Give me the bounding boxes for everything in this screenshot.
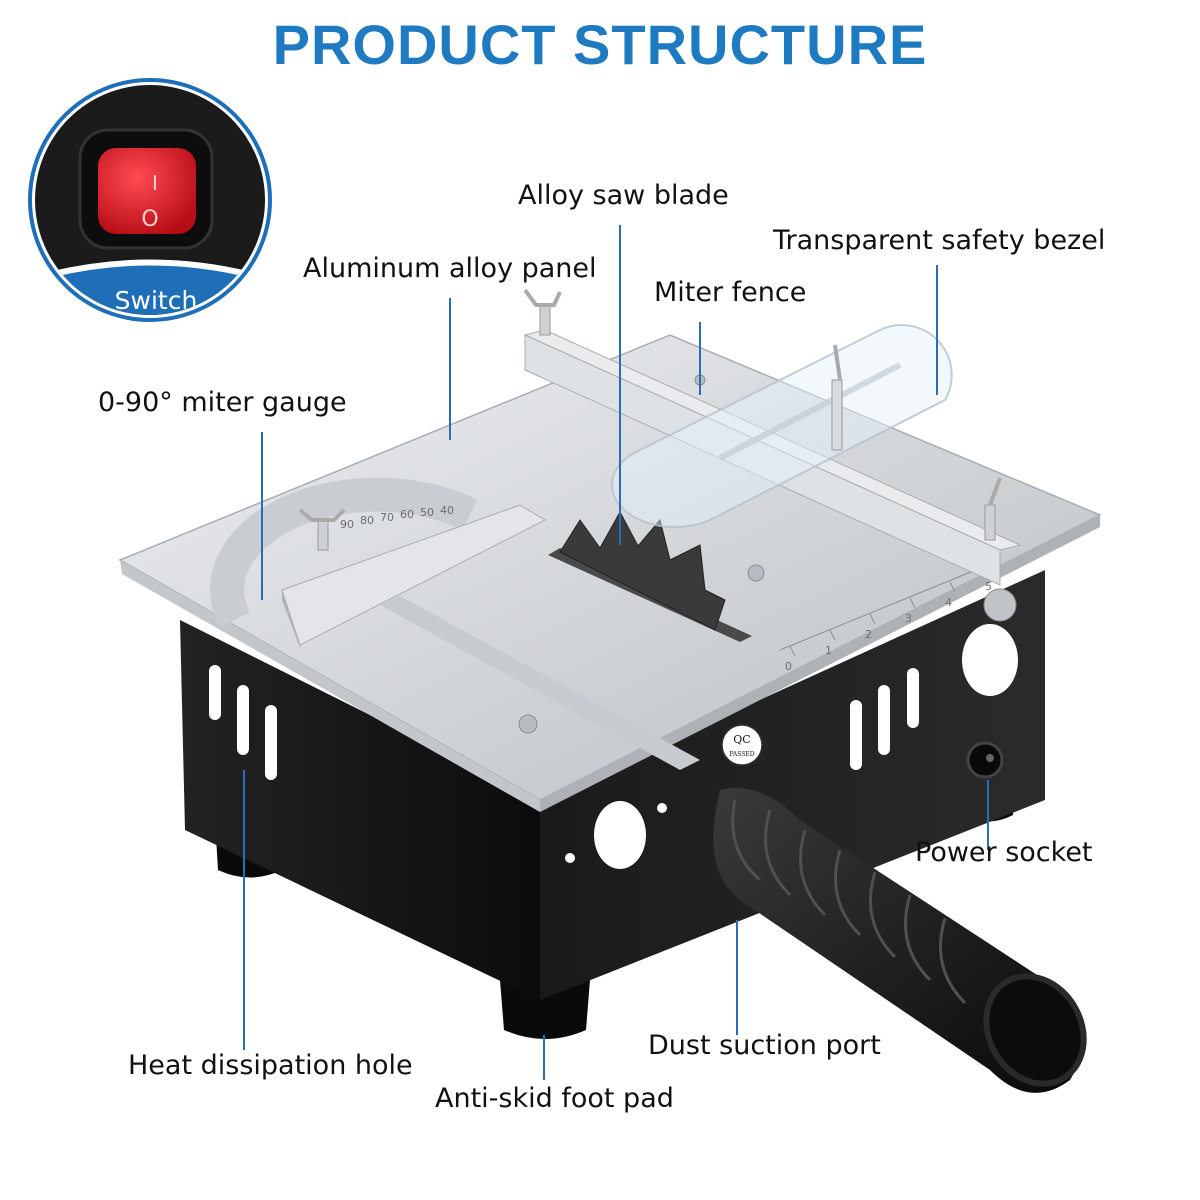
svg-text:4: 4 — [945, 596, 952, 609]
miter-scale: 90 80 70 60 50 40 — [340, 504, 454, 531]
fence-ruler — [779, 559, 1001, 657]
svg-text:1: 1 — [825, 644, 832, 657]
front-hole — [594, 801, 646, 869]
rocker-switch-icon — [98, 148, 196, 234]
svg-text:0: 0 — [785, 660, 792, 673]
power-socket-icon — [966, 741, 1004, 779]
saw-body: QC PASSED 90 80 70 60 50 40 0 — [118, 288, 1102, 1093]
svg-text:5: 5 — [985, 580, 992, 593]
label-anti-skid-foot-pad: Anti-skid foot pad — [435, 1083, 674, 1114]
vents-left — [209, 665, 277, 780]
svg-text:40: 40 — [440, 504, 454, 517]
switch-off-mark: O — [141, 207, 158, 232]
svg-text:90: 90 — [340, 518, 354, 531]
qc-badge — [721, 724, 763, 766]
label-miter-fence: Miter fence — [654, 277, 807, 308]
label-miter-gauge: 0-90° miter gauge — [98, 387, 347, 418]
svg-text:60: 60 — [400, 508, 414, 521]
svg-text:80: 80 — [360, 514, 374, 527]
svg-text:70: 70 — [380, 511, 394, 524]
side-hole — [962, 624, 1018, 696]
label-alloy-saw-blade: Alloy saw blade — [518, 180, 729, 211]
miter-protractor — [210, 477, 478, 628]
svg-text:2: 2 — [865, 628, 872, 641]
svg-text:3: 3 — [905, 612, 912, 625]
label-dust-suction-port: Dust suction port — [648, 1030, 881, 1061]
svg-text:50: 50 — [420, 506, 434, 519]
label-power-socket: Power socket — [915, 837, 1093, 868]
qc-badge-top: QC — [733, 733, 750, 746]
switch-label: Switch — [114, 286, 198, 315]
label-aluminum-alloy-panel: Aluminum alloy panel — [303, 253, 597, 284]
label-heat-dissipation-hole: Heat dissipation hole — [128, 1050, 413, 1081]
saw-blade-icon — [559, 510, 726, 631]
qc-badge-bottom: PASSED — [729, 751, 754, 758]
fence-scale: 0 1 2 3 4 5 — [785, 580, 992, 673]
page-title: PRODUCT STRUCTURE — [272, 13, 928, 76]
leader-lines — [243, 225, 989, 1080]
switch-on-mark: I — [152, 171, 158, 195]
dust-hose — [713, 788, 1087, 1093]
safety-bezel — [610, 324, 953, 529]
label-transparent-safety-bezel: Transparent safety bezel — [773, 225, 1106, 256]
foot-pad-front — [500, 980, 590, 1039]
vents-right — [850, 668, 919, 770]
